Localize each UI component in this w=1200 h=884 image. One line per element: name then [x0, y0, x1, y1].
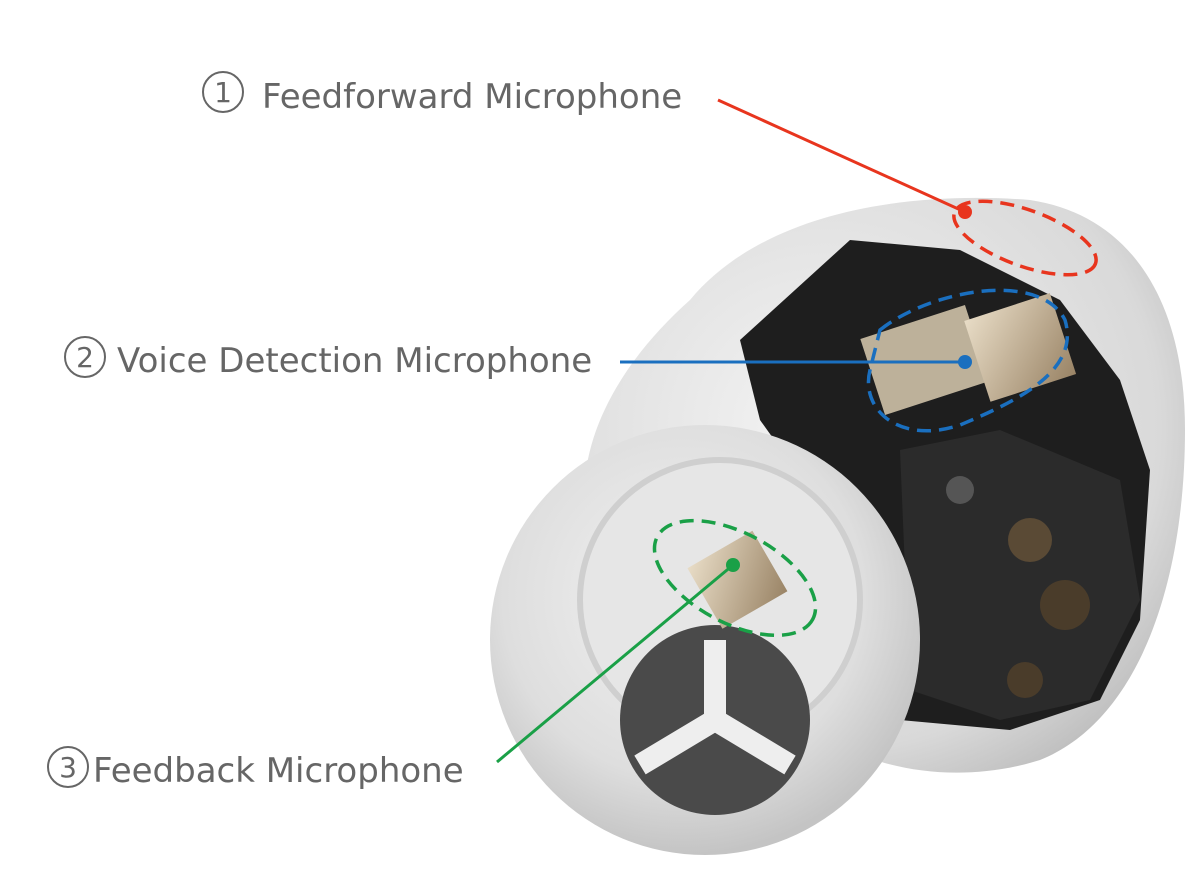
ear-tip [490, 425, 920, 855]
label-feedforward-microphone: Feedforward Microphone [262, 77, 682, 117]
label-number-3: 3 [59, 751, 77, 784]
voice-detection-highlight [866, 288, 1069, 433]
number-circle-1 [202, 71, 244, 113]
label-voice-detection-microphone: Voice Detection Microphone [117, 341, 592, 381]
label-number-1: 1 [214, 76, 232, 109]
callout-feedback: 3 Feedback Microphone [47, 518, 818, 791]
label-feedback-microphone: Feedback Microphone [93, 751, 464, 791]
label-number-2: 2 [76, 341, 94, 374]
feedback-highlight [652, 518, 818, 638]
number-circle-3 [47, 746, 89, 788]
callout-feedforward: 1 Feedforward Microphone [202, 71, 1098, 277]
number-circle-2 [64, 336, 106, 378]
feedforward-highlight [952, 199, 1098, 277]
callout-voice-detection: 2 Voice Detection Microphone [64, 288, 1069, 433]
